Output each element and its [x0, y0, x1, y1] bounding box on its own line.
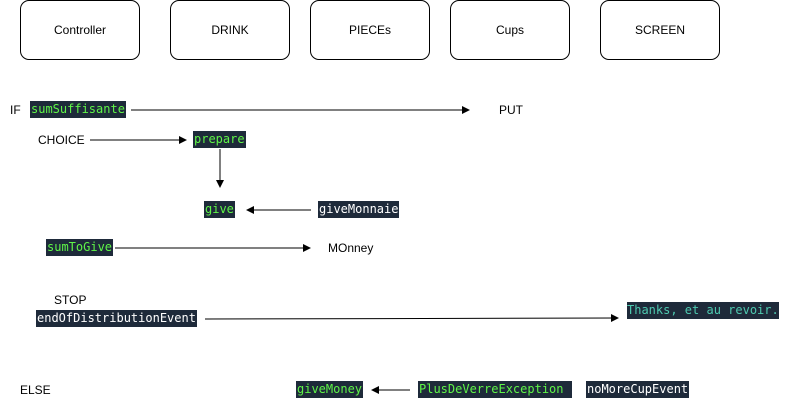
cups-box: Cups	[450, 0, 570, 60]
thanks-code: Thanks, et au revoir.	[627, 302, 779, 319]
else-label: ELSE	[20, 383, 51, 397]
monney-label: MOnney	[328, 241, 374, 255]
sum-suffisante-code: sumSuffisante	[30, 101, 126, 118]
if-label: IF	[10, 103, 21, 117]
controller-label: Controller	[53, 23, 107, 37]
choice-label: CHOICE	[38, 133, 85, 147]
pieces-label: PIECEs	[348, 23, 391, 37]
drink-box: DRINK	[170, 0, 290, 60]
cups-label: Cups	[495, 23, 524, 37]
pieces-box: PIECEs	[310, 0, 430, 60]
give-monnaie-code: giveMonnaie	[318, 201, 400, 218]
no-more-cup-event-code: noMoreCupEvent	[586, 381, 690, 398]
put-label: PUT	[499, 103, 523, 117]
stop-label: STOP	[54, 293, 87, 307]
give-money-code: giveMoney	[296, 381, 364, 398]
plus-de-verre-exception-code: PlusDeVerreException	[418, 381, 572, 398]
arrow-end-to-thanks	[204, 314, 619, 323]
controller-box: Controller	[20, 0, 140, 60]
sum-to-give-code: sumToGive	[46, 239, 114, 256]
end-of-distribution-event-code: endOfDistributionEvent	[36, 310, 197, 327]
drink-label: DRINK	[211, 23, 249, 37]
give-code: give	[204, 201, 235, 218]
screen-label: SCREEN	[634, 23, 685, 37]
screen-box: SCREEN	[600, 0, 720, 60]
prepare-code: prepare	[193, 131, 246, 148]
